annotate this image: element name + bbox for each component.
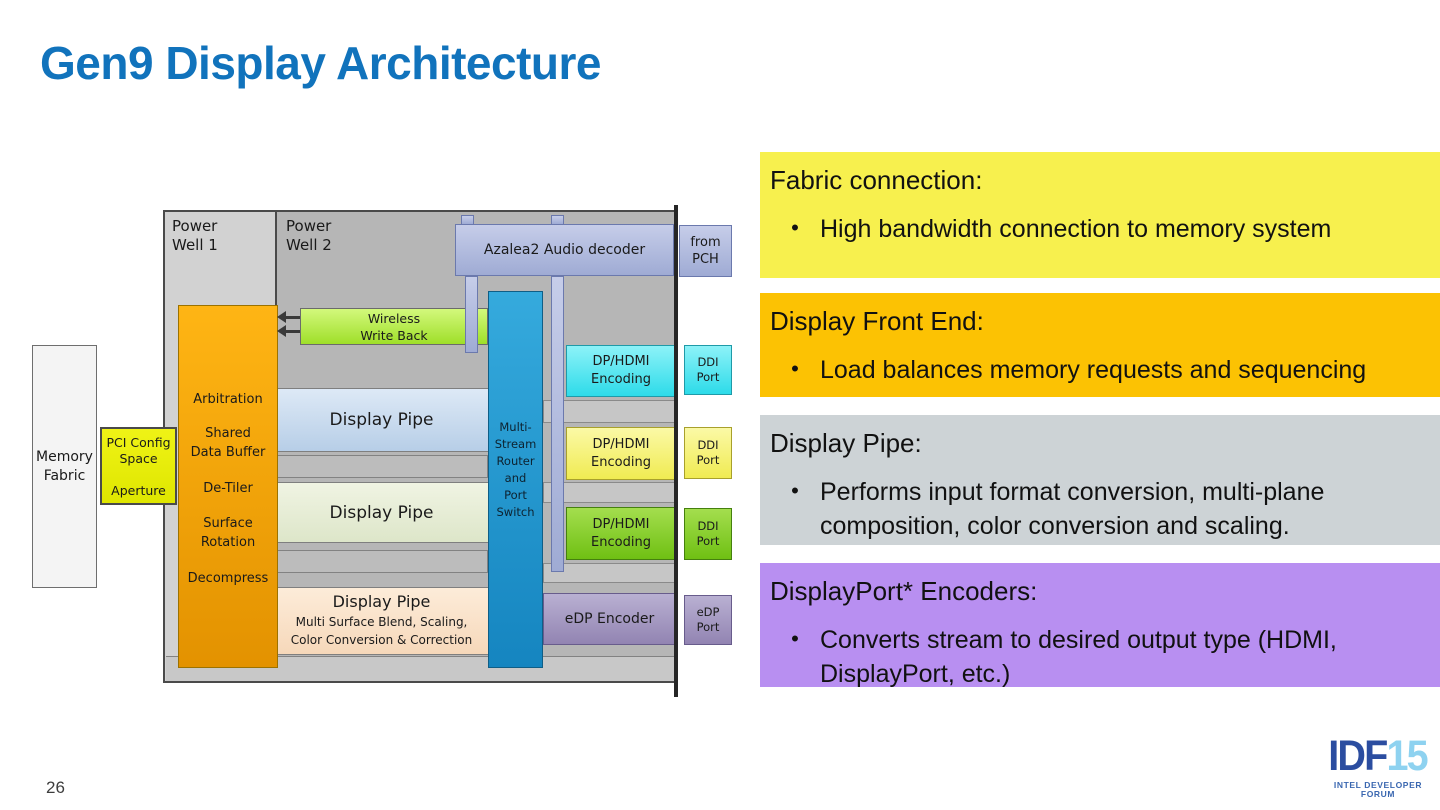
page-title: Gen9 Display Architecture bbox=[40, 37, 602, 89]
display-pipe-2: Display Pipe bbox=[273, 482, 490, 543]
bullet-icon: • bbox=[791, 356, 799, 381]
page-number: 26 bbox=[46, 778, 65, 797]
callout-display-pipe: Display Pipe: • Performs input format co… bbox=[760, 415, 1440, 545]
memory-fabric-box: Memory Fabric bbox=[32, 345, 97, 588]
bullet-icon: • bbox=[791, 215, 799, 240]
from-pch-box: from PCH bbox=[679, 225, 732, 277]
display-front-end-column: Arbitration Shared Data Buffer De-Tiler … bbox=[178, 305, 278, 668]
multi-stream-router-column: Multi- Stream Router and Port Switch bbox=[488, 291, 543, 668]
display-pipe-1: Display Pipe bbox=[273, 388, 490, 452]
edp-encoder-box: eDP Encoder bbox=[543, 593, 676, 645]
bullet-icon: • bbox=[791, 478, 799, 503]
aperture-label: Aperture bbox=[111, 483, 166, 498]
left-arrow-icon bbox=[277, 312, 300, 323]
left-arrow-icon bbox=[277, 326, 300, 337]
idf15-logo-text: IDF15 bbox=[1328, 732, 1429, 780]
idf15-logo: IDF15 INTEL DEVELOPER FORUM bbox=[1322, 735, 1434, 798]
ddi-port-3: DDI Port bbox=[684, 508, 732, 560]
callout-title: DisplayPort* Encoders: bbox=[770, 576, 1038, 606]
callout-bullet: Load balances memory requests and sequen… bbox=[820, 356, 1367, 384]
callout-display-front-end: Display Front End: • Load balances memor… bbox=[760, 293, 1440, 397]
display-pipe-3-sub1: Multi Surface Blend, Scaling, bbox=[295, 615, 468, 629]
front-end-de-tiler: De-Tiler bbox=[203, 481, 253, 496]
front-end-decompress: Decompress bbox=[187, 571, 269, 586]
callout-bullet: High bandwidth connection to memory syst… bbox=[820, 215, 1332, 243]
callout-title: Display Front End: bbox=[770, 306, 984, 336]
display-pipe-3-title: Display Pipe bbox=[332, 592, 431, 611]
pci-config-box: PCI Config Space Aperture bbox=[100, 427, 177, 505]
callout-title: Display Pipe: bbox=[770, 428, 922, 458]
power-well-2-label: Power Well 2 bbox=[286, 217, 332, 254]
ddi-port-2: DDI Port bbox=[684, 427, 732, 479]
dp-hdmi-encoder-2: DP/HDMI Encoding bbox=[566, 427, 676, 480]
callout-fabric-connection: Fabric connection: • High bandwidth conn… bbox=[760, 152, 1440, 278]
pipe-strip bbox=[277, 455, 488, 478]
pci-config-label: PCI Config Space bbox=[106, 435, 171, 466]
callout-title: Fabric connection: bbox=[770, 165, 983, 195]
wireless-write-back-box: Wireless Write Back bbox=[300, 308, 488, 345]
callout-bullet: Converts stream to desired output type (… bbox=[820, 626, 1337, 688]
display-pipe-3-sub2: Color Conversion & Correction bbox=[290, 633, 473, 647]
front-end-arbitration: Arbitration bbox=[193, 392, 263, 407]
callout-displayport-encoders: DisplayPort* Encoders: • Converts stream… bbox=[760, 563, 1440, 688]
power-domain-boundary-line bbox=[674, 205, 678, 697]
azalea-leg bbox=[465, 276, 478, 353]
callout-bullet: Performs input format conversion, multi-… bbox=[820, 478, 1325, 540]
azalea-leg bbox=[551, 276, 564, 572]
idf15-logo-subtitle: INTEL DEVELOPER FORUM bbox=[1333, 780, 1423, 799]
display-pipe-3: Display Pipe Multi Surface Blend, Scalin… bbox=[273, 587, 490, 655]
front-end-shared-data-buffer: Shared Data Buffer bbox=[190, 426, 266, 460]
ddi-port-1: DDI Port bbox=[684, 345, 732, 395]
edp-port: eDP Port bbox=[684, 595, 732, 645]
front-end-surface-rotation: Surface Rotation bbox=[200, 516, 256, 550]
pipe-strip bbox=[277, 550, 488, 573]
multi-stream-router-label: Multi- Stream Router and Port Switch bbox=[494, 420, 537, 519]
power-well-1-label: Power Well 1 bbox=[172, 217, 218, 254]
dp-hdmi-encoder-1: DP/HDMI Encoding bbox=[566, 345, 676, 397]
bullet-icon: • bbox=[791, 626, 799, 651]
dp-hdmi-encoder-3: DP/HDMI Encoding bbox=[566, 507, 676, 560]
azalea-audio-decoder-box: Azalea2 Audio decoder bbox=[455, 224, 674, 276]
